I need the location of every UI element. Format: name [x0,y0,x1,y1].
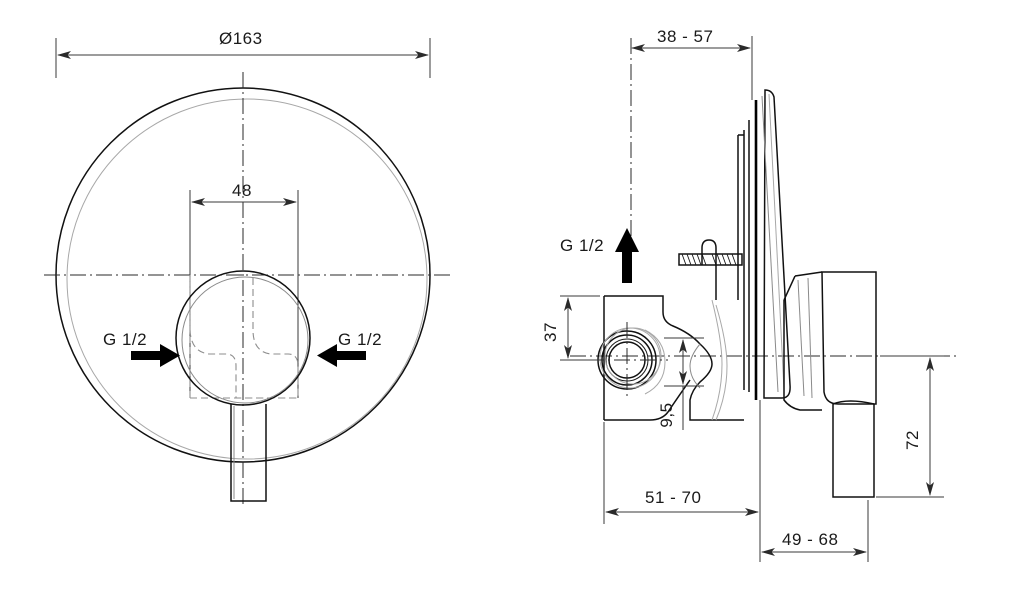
inlet-label-right: G 1/2 [338,330,382,349]
inlet-label-bottom-group: G 1/2 [560,228,639,283]
inlet-arrow-left-icon [131,344,180,367]
dimension-48 [189,190,299,398]
dimension-label-49-68: 49 - 68 [782,530,838,549]
inlet-label-bottom: G 1/2 [560,236,604,255]
dimension-label-9-5: 9,5 [657,402,676,427]
inlet-arrow-right-icon [317,344,366,367]
lever-handle-side [783,271,877,498]
dimension-51-70 [603,400,761,524]
dimension-label-37: 37 [541,322,560,342]
dimension-9-5: 9,5 [657,337,704,430]
inlet-port-rings [588,322,668,398]
cartridge-cover-circle [175,270,311,406]
dimension-label-diameter-163: Ø163 [219,29,263,48]
inlet-label-left-group: G 1/2 [103,330,180,367]
front-view-group: G 1/2 G 1/2 [44,38,452,505]
side-view-group: 37 9,5 72 [541,36,960,562]
cartridge-arc-side [644,329,666,395]
dimension-label-48: 48 [232,181,252,200]
inlet-label-left: G 1/2 [103,330,147,349]
hidden-cartridge-outline [189,275,299,399]
dimension-72: 72 [876,355,944,498]
threaded-stud [678,239,743,300]
dimension-label-72: 72 [903,430,922,450]
inlet-label-right-group: G 1/2 [317,330,382,367]
dimension-label-38-57: 38 - 57 [657,27,713,46]
dimension-49-68 [759,500,869,562]
lever-handle-front [230,404,267,502]
backplate-sleeve-side [737,130,745,390]
dimension-37: 37 [541,295,600,361]
dimension-38-57 [631,36,753,100]
dimension-diameter-163 [55,38,431,78]
inlet-arrow-up-icon [615,228,639,283]
dimension-label-51-70: 51 - 70 [645,488,701,507]
valve-body-side [603,295,744,421]
